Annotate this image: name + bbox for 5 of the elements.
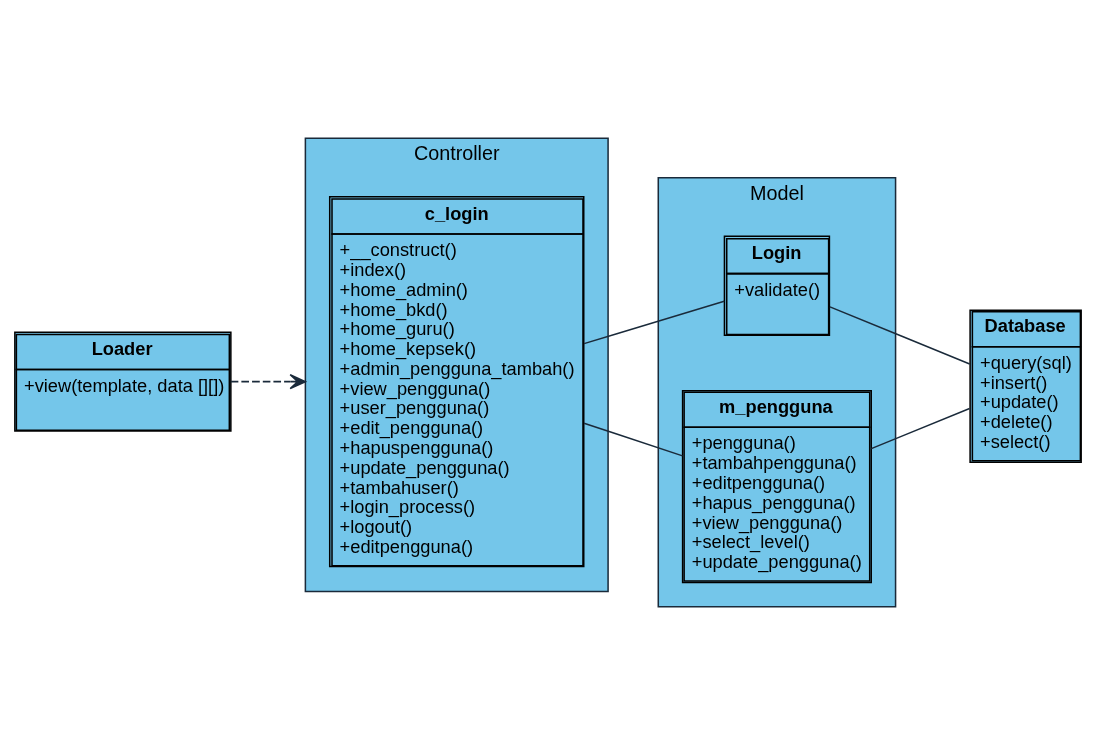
connector (583, 422, 684, 457)
connector (829, 305, 971, 365)
connector (583, 300, 725, 344)
arrow (230, 373, 307, 389)
connector (870, 407, 971, 449)
